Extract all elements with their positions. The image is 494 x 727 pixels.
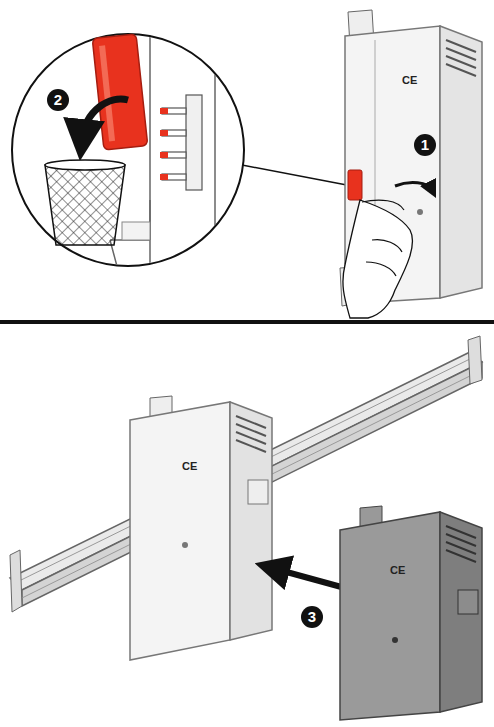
callout-number: 3: [301, 606, 323, 628]
ce-mark: CE: [181, 460, 198, 472]
ce-mark: CE: [389, 564, 406, 576]
ce-mark: CE: [401, 74, 418, 86]
callout-number: 1: [414, 134, 436, 156]
callout-number: 2: [47, 89, 69, 111]
